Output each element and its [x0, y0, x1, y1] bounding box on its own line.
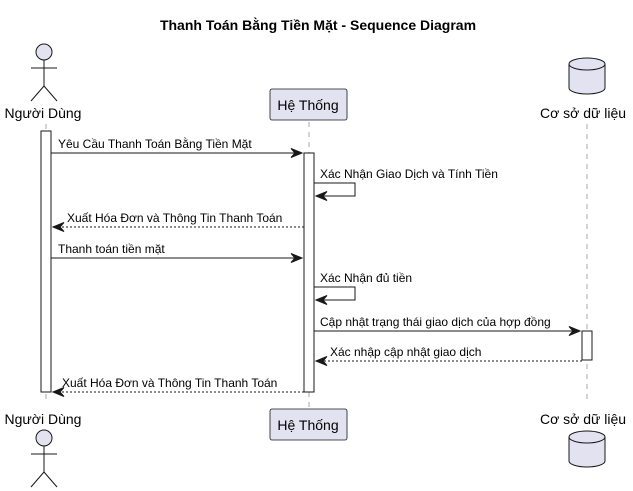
message-label: Xuất Hóa Đơn và Thông Tin Thanh Toán	[62, 376, 277, 390]
message-3: Xuất Hóa Đơn và Thông Tin Thanh Toán	[51, 211, 304, 232]
arrowhead-icon	[314, 356, 328, 366]
arrowhead-icon	[314, 295, 328, 305]
arrowhead-icon	[51, 222, 65, 232]
actor-icon	[30, 43, 58, 102]
message-5: Xác Nhận đủ tiền	[314, 271, 412, 305]
arrowhead-icon	[290, 148, 304, 158]
message-6: Cập nhật trạng thái giao dịch của hợp đồ…	[314, 315, 582, 336]
participant-label-database: Cơ sở dữ liệu	[540, 105, 626, 121]
message-label: Xác Nhận Giao Dịch và Tính Tiền	[320, 167, 498, 181]
message-1: Yêu Cầu Thanh Toán Bằng Tiền Mặt	[51, 136, 304, 158]
participant-label-user-bottom: Người Dùng	[5, 411, 82, 427]
arrowhead-icon	[314, 191, 328, 201]
message-2: Xác Nhận Giao Dịch và Tính Tiền	[314, 167, 498, 201]
database-top: Cơ sở dữ liệu	[540, 57, 626, 121]
database-icon	[568, 430, 606, 468]
arrowhead-icon	[51, 387, 65, 397]
arrowhead-icon	[568, 326, 582, 336]
actor-icon	[30, 429, 58, 488]
participant-label-database-bottom: Cơ sở dữ liệu	[540, 411, 626, 427]
message-label: Xác nhập cập nhật giao dịch	[330, 345, 481, 359]
participant-label-system: Hệ Thống	[277, 97, 338, 113]
message-4: Thanh toán tiền mặt	[51, 242, 304, 263]
arrowhead-icon	[290, 253, 304, 263]
participant-system-top: Hệ Thống	[269, 88, 348, 121]
message-label: Xác Nhận đủ tiền	[320, 271, 412, 285]
message-label: Yêu Cầu Thanh Toán Bằng Tiền Mặt	[58, 136, 252, 151]
message-8: Xuất Hóa Đơn và Thông Tin Thanh Toán	[51, 376, 304, 397]
message-7: Xác nhập cập nhật giao dịch	[314, 345, 582, 366]
message-label: Thanh toán tiền mặt	[58, 242, 165, 256]
participant-label-system-bottom: Hệ Thống	[277, 417, 338, 433]
database-icon	[568, 57, 606, 95]
message-label: Xuất Hóa Đơn và Thông Tin Thanh Toán	[67, 211, 282, 225]
activation-bar-user	[40, 130, 52, 393]
activation-bar-database	[581, 330, 593, 361]
activation-bar-system	[303, 152, 315, 393]
diagram-title: Thanh Toán Bằng Tiền Mặt - Sequence Diag…	[160, 16, 476, 33]
participant-label-user: Người Dùng	[5, 105, 82, 121]
message-label: Cập nhật trạng thái giao dịch của hợp đồ…	[320, 315, 551, 329]
actor-user-top: Người Dùng	[5, 43, 82, 121]
database-bottom: Cơ sở dữ liệu	[540, 411, 626, 468]
actor-user-bottom: Người Dùng	[5, 411, 82, 488]
participant-system-bottom: Hệ Thống	[269, 408, 348, 441]
